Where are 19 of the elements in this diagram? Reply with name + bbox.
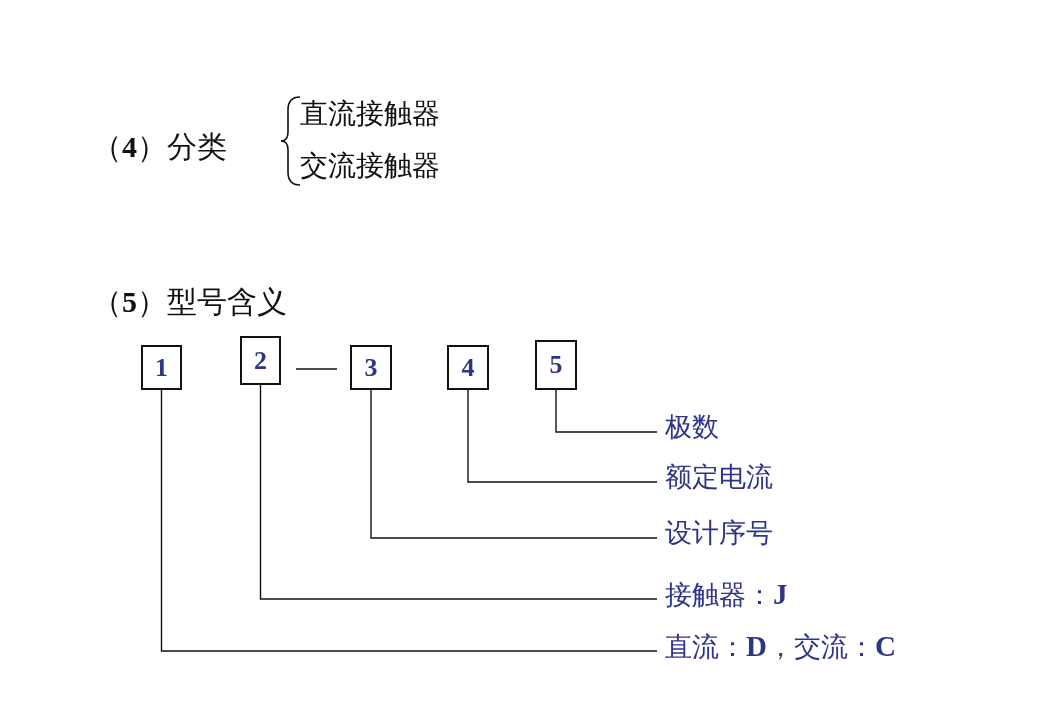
code-box: 1 <box>141 345 182 390</box>
meaning-text: 接触器：J <box>657 576 788 613</box>
list-item: 直流接触器 <box>300 100 440 128</box>
meaning-text: 极数 <box>657 409 719 444</box>
code-box: 3 <box>350 345 392 390</box>
leader-line <box>259 384 658 600</box>
leader-line <box>467 389 658 483</box>
section-heading: （4）分类 <box>92 132 227 162</box>
code-box: 5 <box>535 340 577 390</box>
meaning-text: 直流：D，交流：C <box>657 628 896 665</box>
meaning-text: 设计序号 <box>657 515 773 550</box>
section-heading: （5）型号含义 <box>92 287 287 317</box>
leader-line <box>160 389 658 652</box>
code-box: 4 <box>447 345 489 390</box>
meaning-text: 额定电流 <box>657 459 773 494</box>
leader-line <box>555 389 658 433</box>
code-box: 2 <box>240 336 281 385</box>
list-item: 交流接触器 <box>300 152 440 180</box>
leader-line <box>370 389 658 539</box>
